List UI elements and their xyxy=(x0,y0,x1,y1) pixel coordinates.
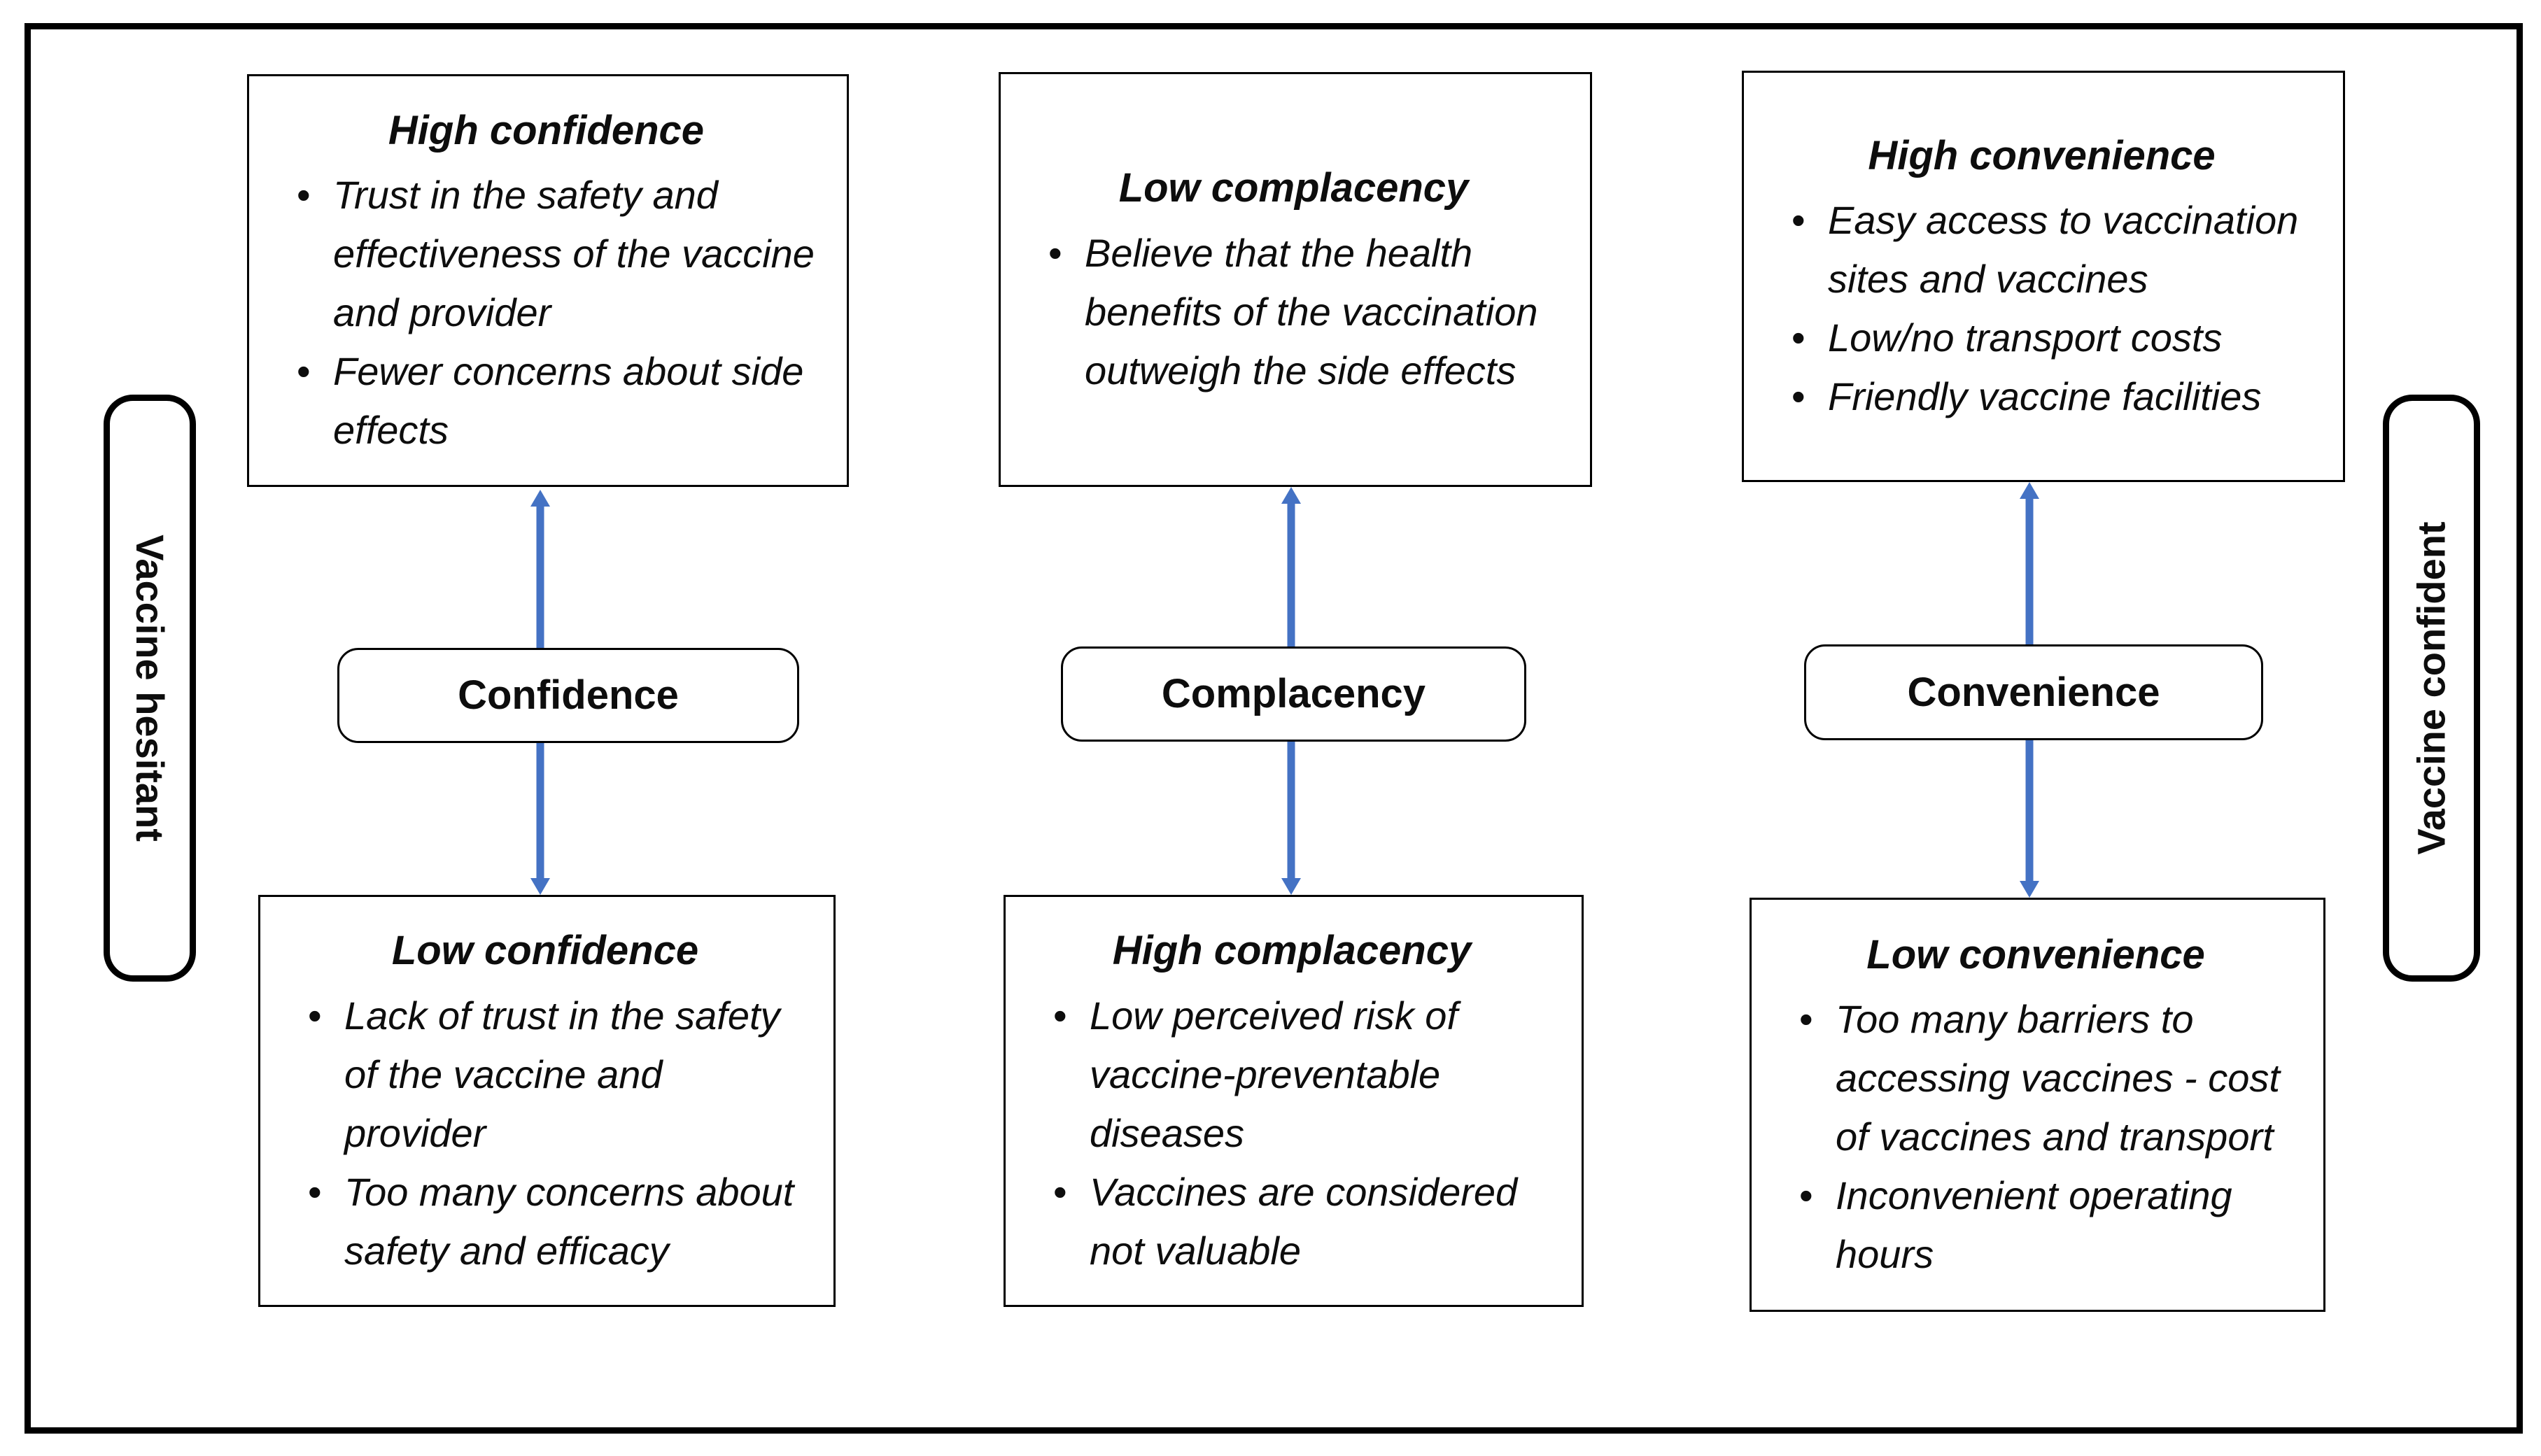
high-complacency-title: High complacency xyxy=(1112,928,1472,974)
bullet-item: Friendly vaccine facilities xyxy=(1787,367,2311,426)
high-confidence-box: High confidence Trust in the safety and … xyxy=(247,74,849,487)
low-convenience-title: Low convenience xyxy=(1866,931,2205,977)
arrow-up-confidence xyxy=(530,490,550,648)
low-confidence-title: Low confidence xyxy=(391,928,699,974)
vaccine-confident-text: Vaccine confident xyxy=(2409,521,2454,855)
high-complacency-bullets: Low perceived risk of vaccine-preventabl… xyxy=(1034,987,1550,1280)
arrow-shaft xyxy=(536,743,544,882)
bullet-item: Low perceived risk of vaccine-preventabl… xyxy=(1049,987,1550,1163)
bullet-item: Low/no transport costs xyxy=(1787,309,2311,367)
low-complacency-bullets: Believe that the health benefits of the … xyxy=(1029,224,1558,400)
arrow-shaft xyxy=(2025,495,2034,644)
arrow-head-icon xyxy=(530,878,550,895)
low-confidence-box: Low confidence Lack of trust in the safe… xyxy=(258,895,836,1307)
low-complacency-box: Low complacency Believe that the health … xyxy=(999,72,1592,487)
arrow-head-icon xyxy=(2020,881,2039,898)
arrow-shaft xyxy=(1287,500,1295,646)
low-complacency-title: Low complacency xyxy=(1118,165,1469,211)
high-convenience-box: High convenience Easy access to vaccinat… xyxy=(1742,71,2345,482)
low-convenience-bullets: Too many barriers to accessing vaccines … xyxy=(1780,990,2292,1284)
bullet-item: Lack of trust in the safety of the vacci… xyxy=(304,987,802,1163)
label-vaccine-confident: Vaccine confident xyxy=(2383,395,2480,982)
vaccine-hesitant-text: Vaccine hesitant xyxy=(127,535,172,842)
arrow-shaft xyxy=(2025,740,2034,885)
bullet-item: Trust in the safety and effectiveness of… xyxy=(293,166,815,342)
bullet-item: Too many concerns about safety and effic… xyxy=(304,1163,802,1280)
outer-frame xyxy=(24,23,2523,1434)
label-vaccine-hesitant: Vaccine hesitant xyxy=(104,395,196,982)
arrow-shaft xyxy=(536,502,544,648)
arrow-up-complacency xyxy=(1281,487,1301,646)
factor-label-complacency: Complacency xyxy=(1161,671,1426,716)
high-confidence-title: High confidence xyxy=(388,107,705,153)
bullet-item: Too many barriers to accessing vaccines … xyxy=(1795,990,2292,1166)
arrow-up-convenience xyxy=(2020,482,2039,644)
bullet-item: Inconvenient operating hours xyxy=(1795,1166,2292,1284)
bullet-item: Believe that the health benefits of the … xyxy=(1044,224,1558,400)
high-convenience-title: High convenience xyxy=(1868,132,2216,178)
arrow-down-convenience xyxy=(2020,740,2039,898)
low-confidence-bullets: Lack of trust in the safety of the vacci… xyxy=(288,987,802,1280)
bullet-item: Vaccines are considered not valuable xyxy=(1049,1163,1550,1280)
arrow-down-complacency xyxy=(1281,742,1301,895)
factor-box-complacency: Complacency xyxy=(1061,646,1526,742)
high-confidence-bullets: Trust in the safety and effectiveness of… xyxy=(277,166,815,460)
factor-box-convenience: Convenience xyxy=(1804,644,2263,740)
high-convenience-bullets: Easy access to vaccination sites and vac… xyxy=(1772,191,2311,426)
bullet-item: Fewer concerns about side effects xyxy=(293,342,815,460)
low-convenience-box: Low convenience Too many barriers to acc… xyxy=(1750,898,2325,1312)
arrow-head-icon xyxy=(1281,878,1301,895)
bullet-item: Easy access to vaccination sites and vac… xyxy=(1787,191,2311,309)
factor-label-confidence: Confidence xyxy=(458,672,679,718)
arrow-shaft xyxy=(1287,742,1295,882)
high-complacency-box: High complacency Low perceived risk of v… xyxy=(1004,895,1584,1307)
arrow-down-confidence xyxy=(530,743,550,895)
factor-label-convenience: Convenience xyxy=(1907,669,2160,715)
factor-box-confidence: Confidence xyxy=(337,648,799,743)
